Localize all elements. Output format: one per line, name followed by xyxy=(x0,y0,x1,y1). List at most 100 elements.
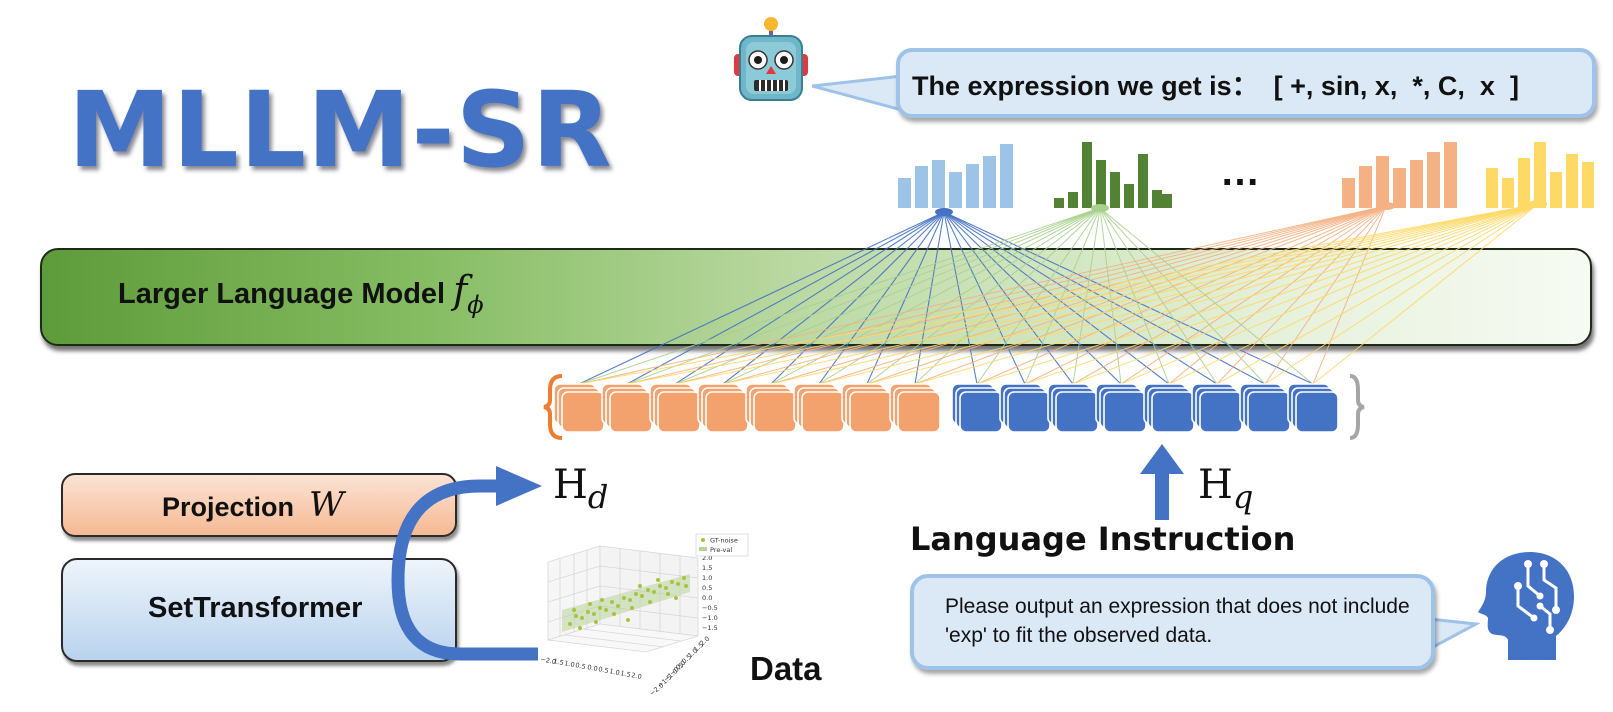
data-token xyxy=(697,383,749,433)
x-tick: 1.5 xyxy=(620,669,632,679)
scatter-point xyxy=(684,584,688,588)
scatter-point xyxy=(610,600,614,604)
settransformer-label: SetTransformer xyxy=(148,592,363,624)
scatter-point xyxy=(616,604,620,608)
scatter-point xyxy=(598,606,602,610)
query-token xyxy=(1143,383,1195,433)
scatter-point xyxy=(568,622,572,626)
query-token xyxy=(1287,383,1339,433)
up-arrow-icon xyxy=(1140,444,1184,520)
scatter-point xyxy=(676,582,680,586)
scatter-point xyxy=(628,598,632,602)
scatter-point xyxy=(622,596,626,600)
scatter-point xyxy=(574,614,578,618)
z-tick: −0.5 xyxy=(702,604,718,612)
data-label: Data xyxy=(750,650,822,687)
x-tick: 1.5 xyxy=(553,657,565,667)
scatter-point xyxy=(682,576,686,580)
scatter-point xyxy=(612,612,616,616)
x-tick: 0.5 xyxy=(598,665,610,675)
scatter-point xyxy=(594,620,598,624)
scatter-point xyxy=(634,592,638,596)
llm-label: Larger Language Model fϕ xyxy=(118,268,484,319)
data-token xyxy=(889,383,941,433)
scatter-point xyxy=(588,602,592,606)
x-tick: 0.0 xyxy=(587,663,599,673)
z-tick: 2.0 xyxy=(702,554,712,562)
robot-icon xyxy=(734,17,808,101)
scatter-point xyxy=(658,584,662,588)
z-tick: 1.5 xyxy=(702,564,712,572)
scatter-point xyxy=(638,584,642,588)
scatter-point xyxy=(646,588,650,592)
output-speech-bubble xyxy=(896,48,1596,118)
scatter-point xyxy=(592,612,596,616)
x-tick: 2.0 xyxy=(631,671,643,681)
connection-hub xyxy=(935,208,953,216)
connection-fan xyxy=(578,200,1547,385)
hd-label: Hd xyxy=(553,462,608,516)
x-tick: 0.5 xyxy=(575,661,587,671)
scatter-point xyxy=(652,590,656,594)
scatter-point xyxy=(580,616,584,620)
settransformer-block xyxy=(61,558,457,662)
connection-hub xyxy=(1529,200,1547,208)
scatter-point xyxy=(664,586,668,590)
scatter-point xyxy=(666,592,670,596)
data-token xyxy=(745,383,797,433)
output-expression-text: The expression we get is： [ +, sin, x, *… xyxy=(912,71,1519,101)
llm-symbol-subscript: ϕ xyxy=(467,291,484,319)
token-distribution-blue xyxy=(898,144,1013,208)
token-distribution-yellow xyxy=(1486,142,1594,208)
query-token xyxy=(1239,383,1291,433)
data-scatter-plot: 2.0 1.5 1.0 0.5 0.0 −0.5 −1.0 −1.5 −2.0 … xyxy=(540,533,749,698)
query-token xyxy=(1047,383,1099,433)
x-tick: −2.0 xyxy=(540,655,557,666)
scatter-point xyxy=(572,608,576,612)
projection-label: Projection W xyxy=(162,485,344,525)
z-tick: −1.0 xyxy=(702,614,718,622)
x-tick: 1.0 xyxy=(564,659,576,669)
legend-pre-val: Pre-val xyxy=(710,546,732,554)
llm-block xyxy=(40,248,1592,346)
scatter-point xyxy=(648,600,652,604)
projection-block xyxy=(61,473,457,537)
connection-hub xyxy=(1377,202,1395,210)
scatter-point xyxy=(578,626,582,630)
scatter-point xyxy=(670,580,674,584)
z-tick: 0.0 xyxy=(702,594,712,602)
z-tick: 0.5 xyxy=(702,584,712,592)
connection-fan xyxy=(578,208,1314,385)
head-brain-icon xyxy=(1478,552,1574,660)
connection-hub xyxy=(1091,204,1109,212)
data-token xyxy=(841,383,893,433)
right-bracket xyxy=(1349,374,1365,440)
hd-subscript: d xyxy=(587,478,609,516)
scatter-point xyxy=(640,594,644,598)
connection-fan xyxy=(578,204,1314,385)
query-token xyxy=(1095,383,1147,433)
scatter-point xyxy=(630,606,634,610)
scatter-point xyxy=(674,596,678,600)
x-tick: 1.0 xyxy=(609,667,621,677)
legend-gt-noise: GT-noise xyxy=(710,537,738,545)
token-distribution-orange xyxy=(1342,142,1457,208)
ellipsis: … xyxy=(1220,150,1262,194)
projection-symbol: W xyxy=(309,485,344,525)
z-tick: 1.0 xyxy=(702,574,712,582)
query-token xyxy=(999,383,1051,433)
hd-base: H xyxy=(553,462,588,508)
left-bracket xyxy=(543,374,563,440)
hq-label: Hq xyxy=(1198,462,1253,516)
scatter-point xyxy=(626,618,630,622)
language-instruction-title: Language Instruction xyxy=(910,520,1296,558)
data-token xyxy=(601,383,653,433)
data-token xyxy=(649,383,701,433)
projection-label-text: Projection xyxy=(162,492,295,522)
z-tick: −1.5 xyxy=(702,624,718,632)
llm-label-text: Larger Language Model xyxy=(118,278,446,310)
query-token xyxy=(1191,383,1243,433)
